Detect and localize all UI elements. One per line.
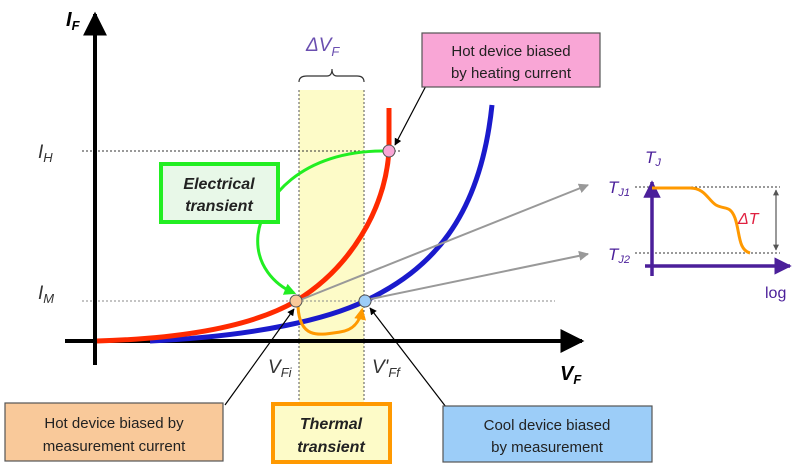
hot-measurement-callout: Hot device biased by measurement current — [4, 402, 224, 462]
thermal-transient-arrow — [296, 306, 366, 336]
svg-text:Hot device biased: Hot device biased — [451, 43, 570, 60]
svg-text:transient: transient — [297, 439, 365, 456]
electrical-transient-callout: Electrical transient — [159, 162, 280, 224]
ih-label: IH — [38, 142, 53, 165]
svg-text:measurement current: measurement current — [43, 438, 186, 455]
svg-text:by heating current: by heating current — [451, 65, 572, 82]
cool-measurement-point — [358, 294, 372, 308]
tj2-label: TJ2 — [608, 245, 630, 266]
thermal-transient-callout: Thermal transient — [271, 402, 392, 464]
projection-cool — [365, 250, 589, 301]
tj-curve — [652, 186, 751, 255]
svg-text:by measurement: by measurement — [491, 439, 604, 456]
im-label: IM — [38, 283, 54, 306]
projection-hot — [299, 183, 589, 301]
hot-measurement-point — [289, 294, 303, 308]
cool-measurement-callout: Cool device biased by measurement — [442, 405, 653, 463]
delta-vf-brace — [298, 68, 365, 83]
delta-t-label: ΔT — [737, 211, 760, 228]
svg-text:Cool device biased: Cool device biased — [484, 417, 611, 434]
svg-text:Electrical: Electrical — [183, 176, 255, 193]
hot-heating-point — [382, 144, 396, 158]
delta-vf-label: ΔVF — [305, 35, 340, 59]
tj-label: TJ — [645, 148, 661, 169]
vfi-label: VFi — [268, 357, 293, 380]
hot-heating-callout: Hot device biased by heating current — [421, 32, 601, 88]
y-axis-label: IF — [66, 9, 81, 33]
tj1-label: TJ1 — [608, 178, 630, 199]
tj-inset-chart: TJ TJ1 TJ2 ΔT log — [608, 148, 792, 302]
svg-text:transient: transient — [185, 198, 253, 215]
svg-text:Thermal: Thermal — [300, 416, 363, 433]
vff-label: V'Ff — [372, 357, 401, 380]
log-label: log — [765, 285, 786, 302]
x-axis-label: VF — [560, 363, 582, 387]
svg-text:Hot device biased by: Hot device biased by — [44, 415, 184, 432]
